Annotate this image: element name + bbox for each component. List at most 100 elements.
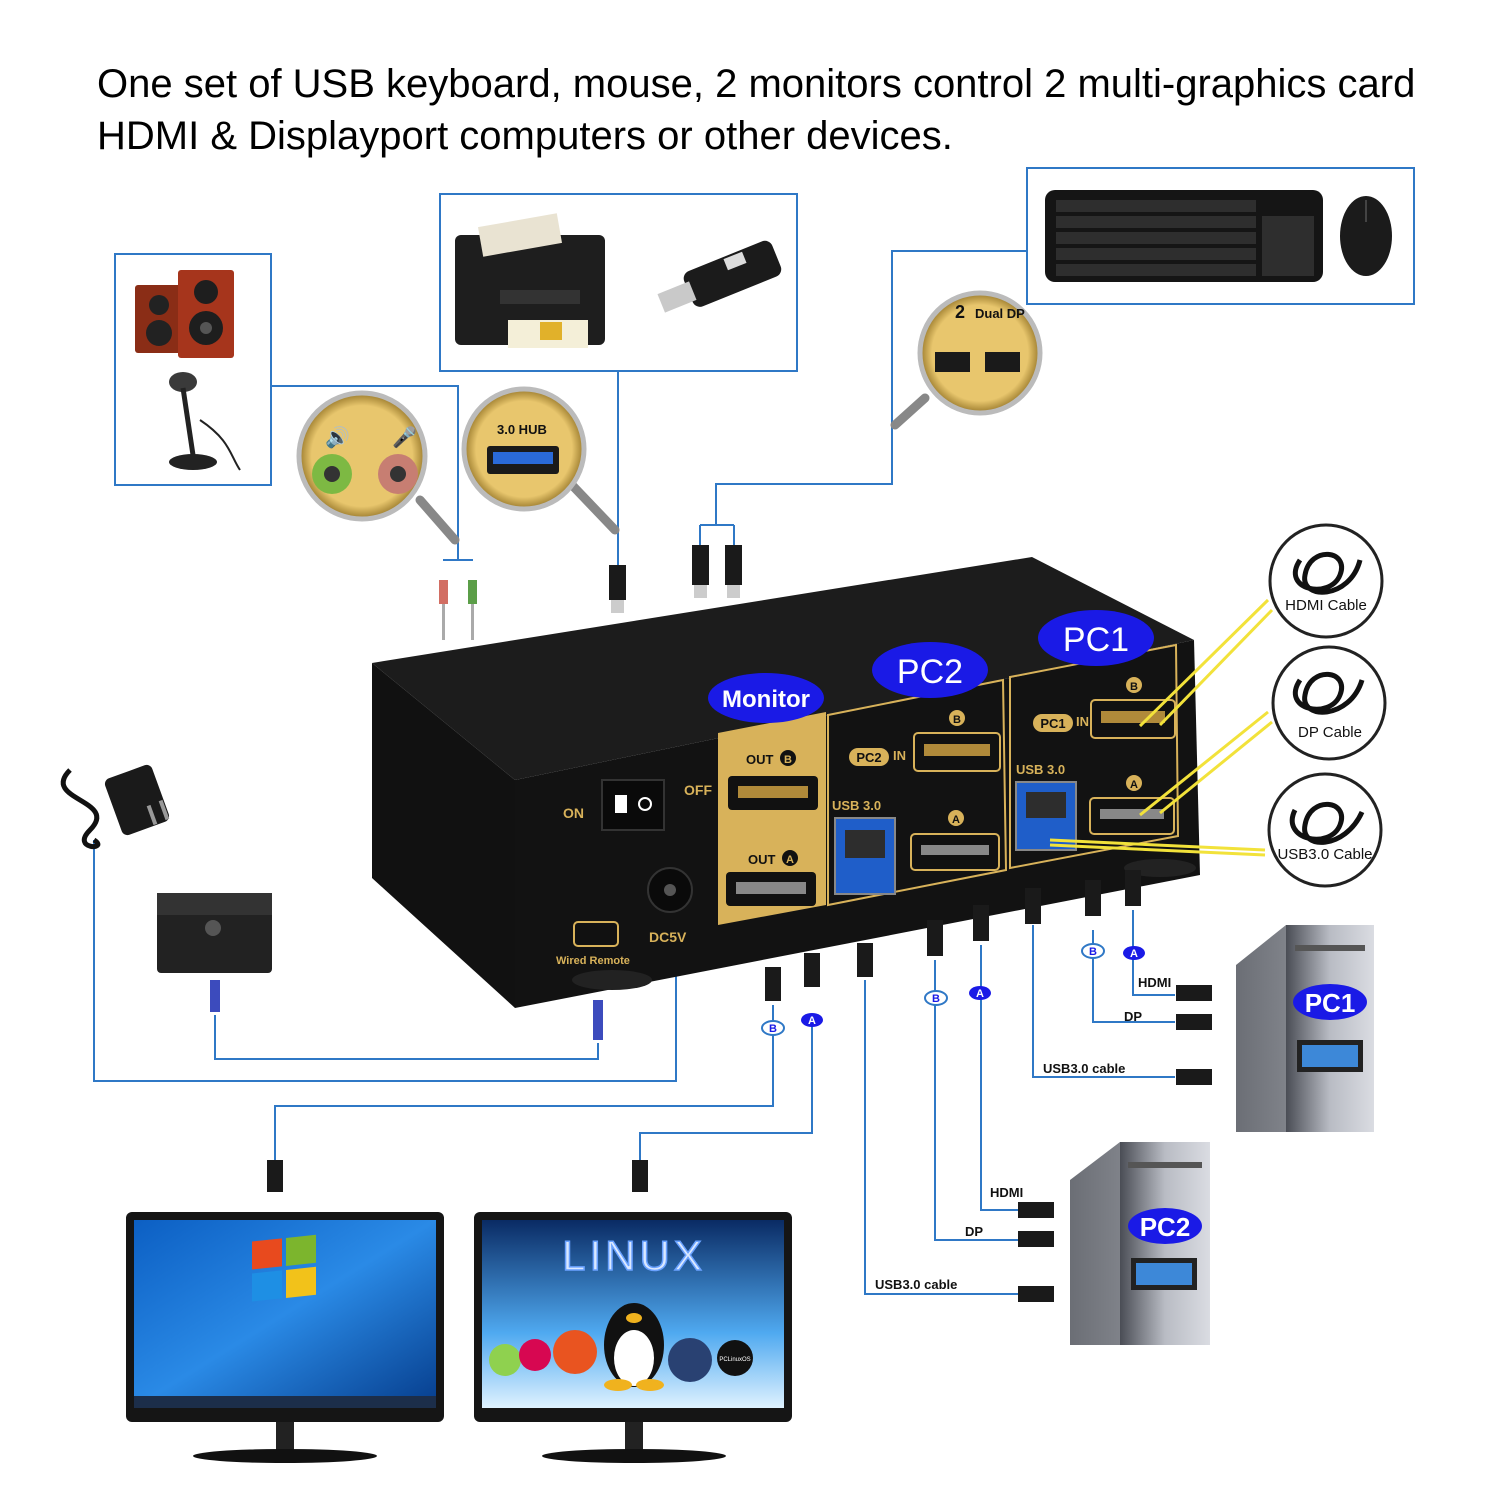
pc2-b-letter: B: [953, 714, 961, 726]
usb-port-icon: [935, 352, 970, 372]
tag-a-monitor: A: [808, 1015, 816, 1027]
pc2-tag: PC2: [856, 750, 881, 765]
wire-labels: HDMI DP USB3.0 cable HDMI DP USB3.0 cabl…: [875, 975, 1171, 1292]
pc1-b-letter: B: [1130, 681, 1138, 693]
pc2-in-label: IN: [893, 748, 906, 763]
keyboard-mouse-box: [1026, 167, 1415, 305]
legend-usb: USB3.0 Cable: [1267, 772, 1383, 888]
usb-hub-label: 3.0 HUB: [497, 422, 547, 437]
bottom-plugs: [267, 870, 1212, 1302]
legend-hdmi: HDMI Cable: [1268, 523, 1384, 639]
kvm-switch: Monitor PC2 PC1 ON OFF OUT B OUT A DC5V …: [372, 557, 1200, 1008]
hdmi-cable-icon: [1292, 551, 1363, 595]
keyboard-line: [715, 250, 1026, 525]
pc1-usb-line: [1032, 925, 1175, 1078]
pclinuxos-label: PCLinuxOS: [719, 1357, 750, 1363]
pc1-hdmi-wire-label: HDMI: [1138, 975, 1171, 990]
pc2-usb-wire-label: USB3.0 cable: [875, 1277, 957, 1292]
printer-icon: [455, 213, 605, 348]
pc1-dp-line: [1092, 930, 1175, 1023]
power-line: [93, 840, 677, 1082]
usb-cable-icon: [1289, 801, 1365, 845]
out-b-letter: B: [784, 754, 792, 766]
zoom-dual-label: Dual DP: [975, 306, 1025, 321]
legend-dp: DP Cable: [1271, 645, 1387, 761]
mint-icon: [489, 1344, 521, 1376]
power-rocker-switch: [601, 779, 665, 831]
pc1-tower-label: PC1: [1305, 988, 1356, 1018]
badge-pc2: PC2: [897, 653, 963, 691]
pc2-dp-wire-label: DP: [965, 1224, 983, 1239]
pc2-tower-label: PC2: [1140, 1212, 1191, 1242]
line-tags: B A B A B A: [761, 943, 1145, 1036]
pc1-usb-label: USB 3.0: [1016, 762, 1065, 777]
svg-text:🔊: 🔊: [325, 425, 350, 449]
tag-a-pc1: A: [1130, 948, 1138, 960]
connection-lines: [93, 250, 1175, 1295]
monitor-linux: LINUX PCLinuxOS: [474, 1212, 792, 1463]
tag-b-pc1: B: [1089, 946, 1097, 958]
tag-a-pc2: A: [976, 988, 984, 1000]
pc2-hdmi-wire-label: HDMI: [990, 1185, 1023, 1200]
svg-text:🎤: 🎤: [392, 425, 417, 449]
pc2-dp-line: [934, 960, 1020, 1241]
audio-line: [272, 385, 459, 560]
legend-hdmi-label: HDMI Cable: [1285, 597, 1367, 614]
legend-dp-label: DP Cable: [1298, 724, 1362, 741]
out-a-letter: A: [786, 854, 794, 866]
audio-plugs: [439, 580, 477, 640]
power-adapter: [60, 764, 170, 850]
legend-rays: [1049, 598, 1274, 857]
wired-remote: [157, 893, 603, 1040]
linux-title: LINUX: [562, 1232, 706, 1279]
remote-button: [205, 920, 221, 936]
out-b-label: OUT: [746, 752, 774, 767]
tux-penguin-icon: [604, 1303, 664, 1391]
power-label: DC5V: [649, 929, 687, 945]
fedora-icon: [668, 1338, 712, 1382]
windows-logo-icon: [252, 1234, 316, 1302]
pc1-a-letter: A: [1130, 779, 1138, 791]
audio-device-box: [114, 253, 272, 486]
remote-line: [214, 1015, 599, 1060]
pclinuxos-icon: [717, 1340, 753, 1376]
usb-plugs-top: [609, 545, 742, 613]
tag-b-monitor: B: [769, 1023, 777, 1035]
monitor-windows: [126, 1212, 444, 1463]
pc1-hdmi-line: [1132, 910, 1175, 996]
pc2-tower: PC2: [1070, 1142, 1210, 1345]
switch-on-label: ON: [563, 805, 584, 821]
usb-flash-drive-icon: [657, 240, 782, 313]
keyboard-icon: [1045, 190, 1323, 282]
usb-hub-zoom: 3.0 HUB: [461, 386, 620, 535]
dp-cable-icon: [1292, 671, 1365, 715]
tag-b-pc2: B: [932, 993, 940, 1005]
ubuntu-icon: [553, 1330, 597, 1374]
wired-remote-label: Wired Remote: [556, 955, 630, 967]
pc1-tower: PC1: [1236, 925, 1374, 1132]
pc2-a-letter: A: [952, 814, 960, 826]
audio-ports-zoom: 🔊 🎤: [296, 390, 460, 545]
legend-usb-label: USB3.0 Cable: [1277, 846, 1372, 863]
mouse-icon: [1340, 196, 1392, 276]
wired-remote-port: [573, 921, 619, 947]
zoom-dual-num: 2: [955, 302, 965, 322]
switch-off-label: OFF: [684, 782, 712, 798]
badge-pc1: PC1: [1063, 621, 1129, 659]
debian-icon: [519, 1339, 551, 1371]
monitor-b-line: [274, 1005, 774, 1160]
monitor-a-line: [639, 1020, 813, 1160]
pc2-usb-label: USB 3.0: [832, 798, 881, 813]
printer-storage-box: [439, 193, 798, 372]
pc1-dp-wire-label: DP: [1124, 1009, 1142, 1024]
top-ports-zoom: 2 Dual DP: [890, 290, 1043, 430]
pc1-usb-wire-label: USB3.0 cable: [1043, 1061, 1125, 1076]
pc1-in-label: IN: [1076, 714, 1089, 729]
out-a-label: OUT: [748, 852, 776, 867]
pc2-hdmi-line: [980, 945, 1020, 1211]
badge-monitor: Monitor: [722, 686, 810, 713]
headline: One set of USB keyboard, mouse, 2 monito…: [97, 62, 1416, 158]
pc2-usb-line: [864, 980, 1020, 1295]
microphone-icon: [169, 372, 241, 471]
